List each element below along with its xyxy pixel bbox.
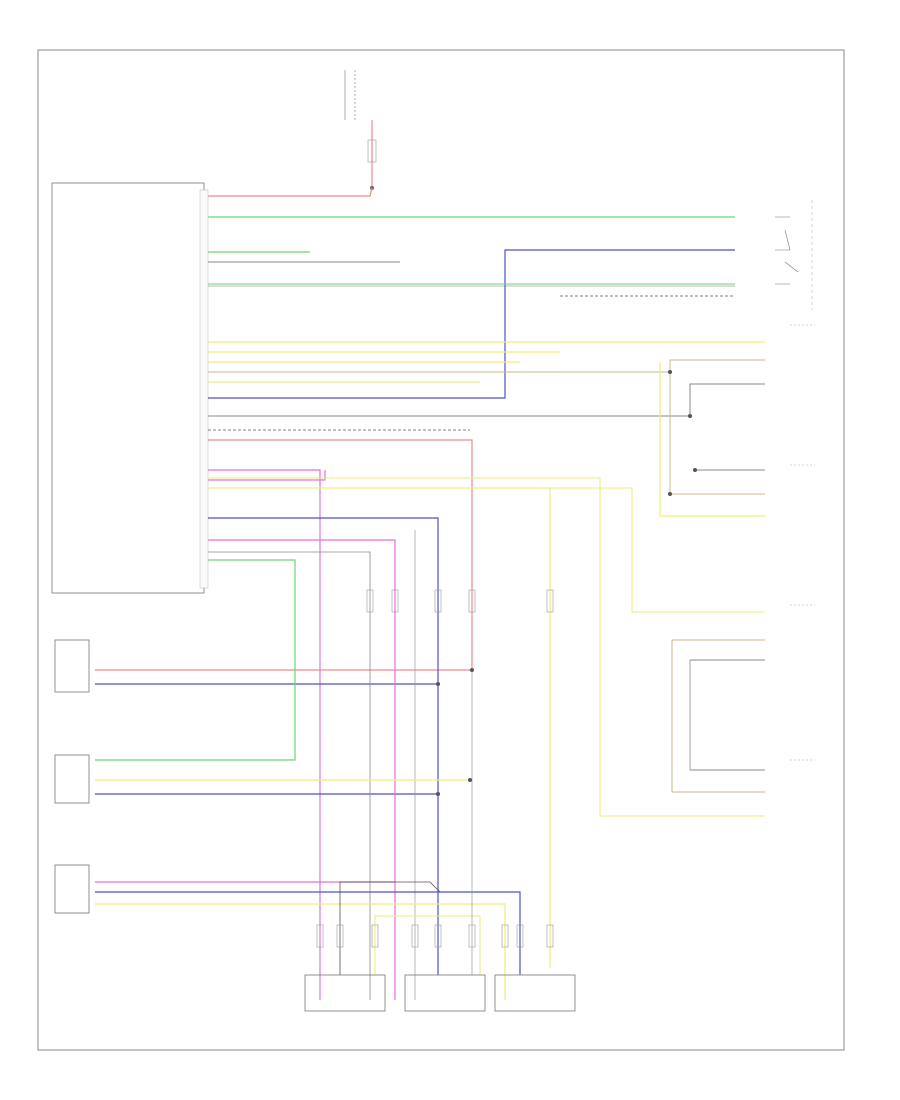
diagram-frame <box>37 49 845 1051</box>
wire-yellow-long-3 <box>208 477 765 817</box>
inline-connectors <box>316 589 554 948</box>
wire-blue-switch <box>208 249 735 399</box>
wire-tan-right <box>669 372 765 495</box>
wire-green-lower <box>95 559 296 761</box>
wire-blue-down <box>208 517 439 975</box>
wire-red-down <box>95 439 473 671</box>
wire-black-bottom <box>339 881 441 975</box>
control-module-pins <box>199 189 209 589</box>
wire-blue-sensor3 <box>95 891 521 975</box>
wire-gray-lower <box>208 551 371 1000</box>
wire-magenta-3 <box>208 539 396 1000</box>
switch-right <box>775 200 813 310</box>
wire-magenta-2 <box>208 470 326 481</box>
wire-yellow-bottom <box>374 915 481 975</box>
splice-points <box>436 370 697 796</box>
control-module <box>51 182 205 594</box>
left-sensor-1 <box>54 639 90 693</box>
left-sensor-3 <box>54 864 90 914</box>
wire-red-feed <box>208 187 373 197</box>
fuse-feed <box>344 70 377 190</box>
wire-magenta-1 <box>208 469 321 1000</box>
right-lower-module <box>671 639 815 793</box>
bottom-module-1 <box>304 974 386 1012</box>
bottom-module-2 <box>404 974 486 1012</box>
wire-gray-2 <box>208 383 765 417</box>
left-sensor-2 <box>54 754 90 804</box>
wire-yellow-right <box>659 362 765 517</box>
wire-yellow-long-2 <box>550 487 765 613</box>
wire-yellow-sensor3 <box>95 903 506 1000</box>
bottom-module-3 <box>494 974 576 1012</box>
wire-tan-1 <box>208 359 765 373</box>
